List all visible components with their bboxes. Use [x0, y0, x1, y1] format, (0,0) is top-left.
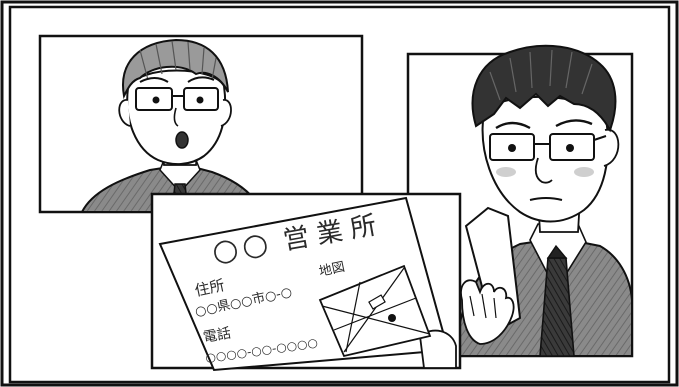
phone-label: 電話 — [202, 324, 233, 346]
left-man-mouth — [175, 131, 189, 149]
right-man-face — [481, 95, 609, 223]
map-pin-icon — [388, 314, 396, 322]
location-map — [318, 264, 432, 358]
right-man-glasses — [489, 133, 607, 161]
map-label: 地図 — [318, 260, 347, 280]
center-paper-window: ○○ 営業所 住所 ○○県○○市○-○ 電話 ○○○○-○○-○○○○ 地図 — [150, 192, 462, 372]
right-man-hair — [471, 44, 617, 133]
right-man-hand — [460, 279, 515, 345]
left-man-hair — [122, 38, 229, 100]
left-video-window — [38, 34, 364, 214]
left-man-face — [126, 69, 227, 166]
panel-inner-frame — [8, 5, 671, 384]
address-label: 住所 — [193, 276, 226, 300]
left-man-glasses — [135, 87, 219, 111]
